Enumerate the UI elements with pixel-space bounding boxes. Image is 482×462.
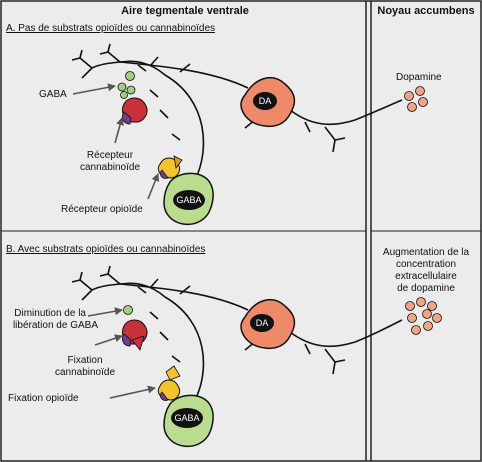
- cannabinoid-receptor-a: [121, 97, 148, 125]
- gaba-label-a: GABA: [39, 89, 67, 100]
- dopamine-label: Dopamine: [396, 72, 442, 83]
- da-label-b: DA: [255, 318, 269, 328]
- region-title-nac: Noyau accumbens: [377, 5, 475, 17]
- cb-binding-label-1: Fixation: [67, 355, 103, 366]
- dopamine-vesicles-b: [405, 297, 442, 335]
- arrows-b: [87, 307, 156, 399]
- panel-a: [71, 43, 428, 226]
- dopamine-increase-label-2: concentration: [395, 259, 457, 270]
- opioid-binding-label: Fixation opioïde: [8, 393, 79, 404]
- gaba-cell-label-b: GABA: [174, 413, 200, 423]
- panel-b: [71, 265, 442, 448]
- dopamine-increase-label-4: de dopamine: [397, 283, 455, 294]
- panel-a-title: A. Pas de substrats opioïdes ou cannabin…: [6, 23, 216, 34]
- gaba-release-label-1: Diminution de la: [14, 308, 86, 319]
- gaba-nucleus-a: [173, 190, 205, 210]
- gaba-vesicles-b: [123, 305, 133, 315]
- arrows-a: [72, 83, 160, 200]
- dopamine-increase-label-1: Augmentation de la: [382, 247, 470, 258]
- cb-receptor-label-2: cannabinoïde: [79, 162, 141, 173]
- region-title-vta: Aire tegmentale ventrale: [121, 5, 249, 17]
- da-axon-a: [119, 56, 403, 153]
- gaba-vesicles-a: [117, 71, 136, 99]
- da-label-a: DA: [258, 96, 272, 106]
- opioid-binding-b: [157, 365, 181, 401]
- da-nucleus-b: [250, 314, 274, 332]
- gaba-release-label-2: libération de GABA: [12, 320, 98, 331]
- da-axon-b: [119, 278, 403, 375]
- dopamine-increase-label-3: extracellulaire: [395, 271, 457, 282]
- cb-receptor-label-1: Récepteur: [86, 150, 134, 161]
- gaba-nucleus-b: [171, 408, 203, 428]
- cannabinoid-binding-b: [121, 319, 148, 351]
- cb-binding-label-2: cannabinoïde: [54, 367, 116, 378]
- panel-b-title: B. Avec substrats opioïdes ou cannabinoï…: [6, 244, 206, 255]
- opioid-receptor-a: [157, 155, 183, 179]
- opioid-receptor-label: Récepteur opioïde: [61, 204, 143, 215]
- da-nucleus-a: [253, 92, 277, 110]
- dopamine-vesicles-a: [404, 86, 428, 112]
- gaba-cell-label-a: GABA: [176, 195, 202, 205]
